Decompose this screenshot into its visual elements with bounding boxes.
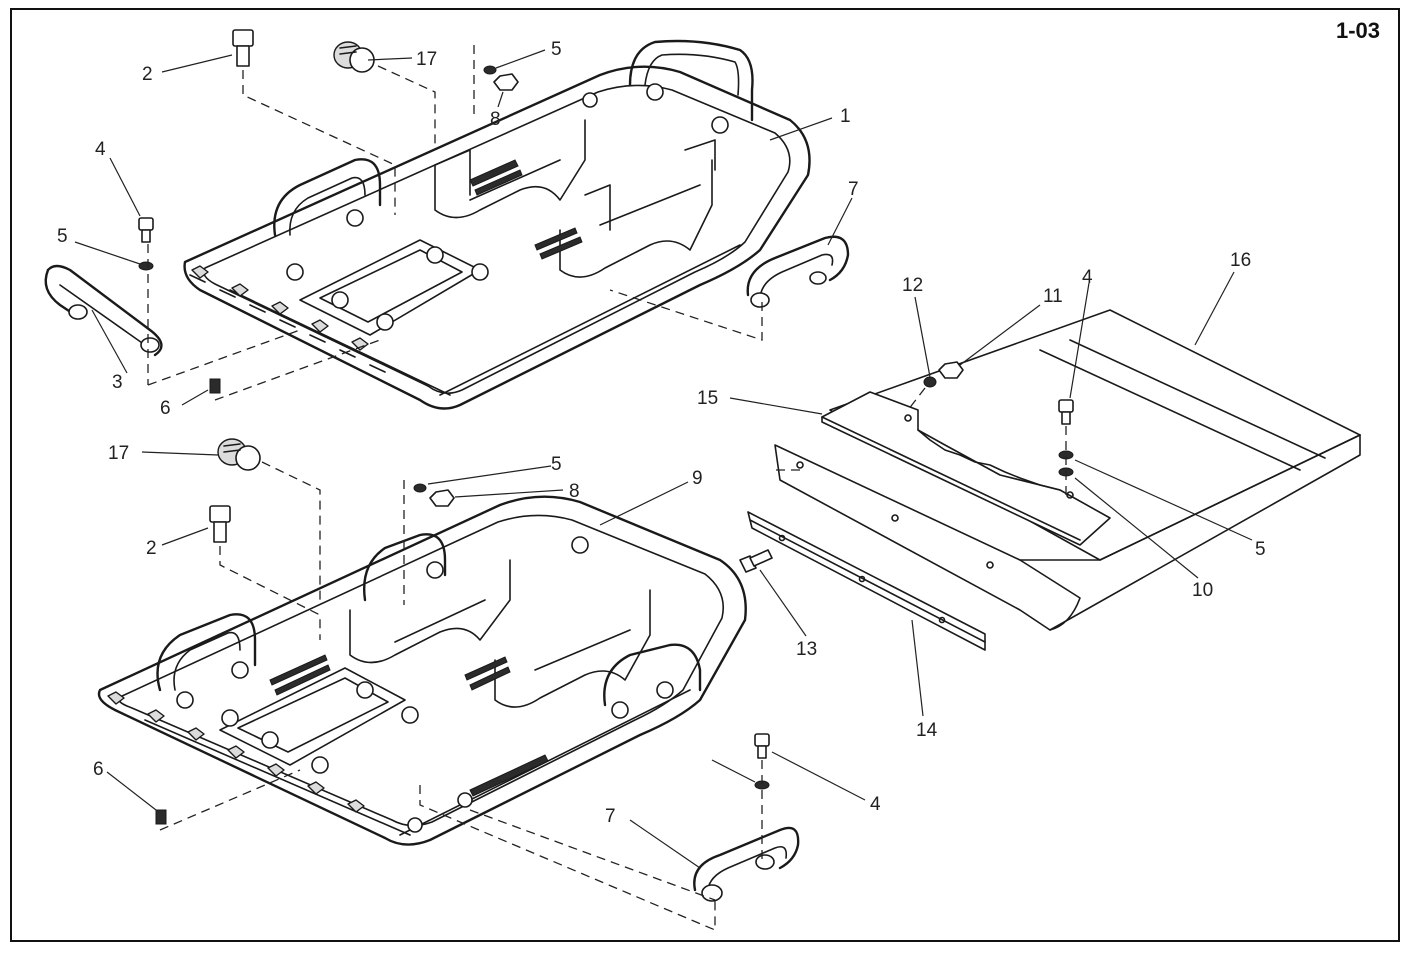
nut-8-upper: [493, 73, 519, 91]
callout-12: 12: [902, 275, 923, 296]
callout-13: 13: [796, 639, 817, 660]
assembly-lines: [147, 45, 1067, 931]
skid-pan-lower: [97, 495, 747, 846]
callout-3: 3: [112, 372, 123, 393]
callout-2-upper: 2: [142, 64, 153, 85]
washer-5-top: [483, 65, 497, 75]
callout-5-right: 5: [1255, 539, 1266, 560]
callout-5-top: 5: [551, 39, 562, 60]
washer-12: [923, 376, 937, 388]
wear-strip-14: [747, 511, 986, 651]
callout-4-right: 4: [1082, 267, 1093, 288]
screw-6-lower: [155, 809, 167, 825]
bolt-4-bottom: [754, 733, 770, 747]
callout-4-bottom: 4: [870, 794, 881, 815]
nut-8-lower: [429, 489, 455, 507]
bolt-13: [739, 549, 773, 573]
bolt-2-upper: [232, 29, 254, 67]
skid-pan-upper: [183, 39, 811, 410]
plug-17-lower: [217, 438, 261, 471]
callout-6-lower: 6: [93, 759, 104, 780]
bolt-4-left-shank: [141, 229, 151, 243]
callout-17-lower: 17: [108, 443, 129, 464]
callout-labels: 1 2 2 3 4 4 4 5 5 5 5 6 6 7 7 8 8 9 10 1…: [57, 39, 1266, 827]
callout-15: 15: [697, 388, 718, 409]
bolt-4-right-shank: [1061, 411, 1071, 425]
page-number: 1-03: [1335, 18, 1380, 43]
callout-4-left: 4: [95, 139, 106, 160]
bolt-4-left: [138, 217, 154, 231]
bolt-4-bottom-shank: [757, 745, 767, 759]
callout-9: 9: [692, 468, 703, 489]
plug-17-upper: [333, 41, 375, 73]
handle-3: [44, 264, 163, 357]
washer-5-left: [138, 261, 154, 271]
callout-14: 14: [916, 720, 938, 741]
callout-7-upper: 7: [848, 179, 859, 200]
screw-6-upper: [209, 378, 221, 394]
bolt-4-right: [1058, 399, 1074, 413]
nut-11: [938, 361, 964, 379]
callout-6-upper: 6: [160, 398, 171, 419]
callout-7-lower: 7: [605, 806, 616, 827]
callout-8-upper: 8: [490, 109, 501, 130]
callout-10: 10: [1192, 580, 1213, 601]
callout-5-left: 5: [57, 226, 68, 247]
callout-5-mid: 5: [551, 454, 562, 475]
handle-7-upper: [746, 235, 850, 308]
callout-16: 16: [1230, 250, 1251, 271]
diagram-border: [10, 8, 1400, 942]
washer-5-mid: [413, 483, 427, 493]
callout-11: 11: [1043, 286, 1063, 307]
handle-7-lower: [693, 826, 800, 902]
callout-2-lower: 2: [146, 538, 157, 559]
callout-8-lower: 8: [569, 481, 580, 502]
callout-17-upper: 17: [416, 49, 437, 70]
skid-bracket-15: [821, 391, 1111, 546]
skid-plate-16: [774, 309, 1361, 631]
leader-lines: [74, 49, 1253, 869]
callout-1: 1: [840, 106, 851, 127]
bolt-2-lower: [209, 505, 231, 543]
